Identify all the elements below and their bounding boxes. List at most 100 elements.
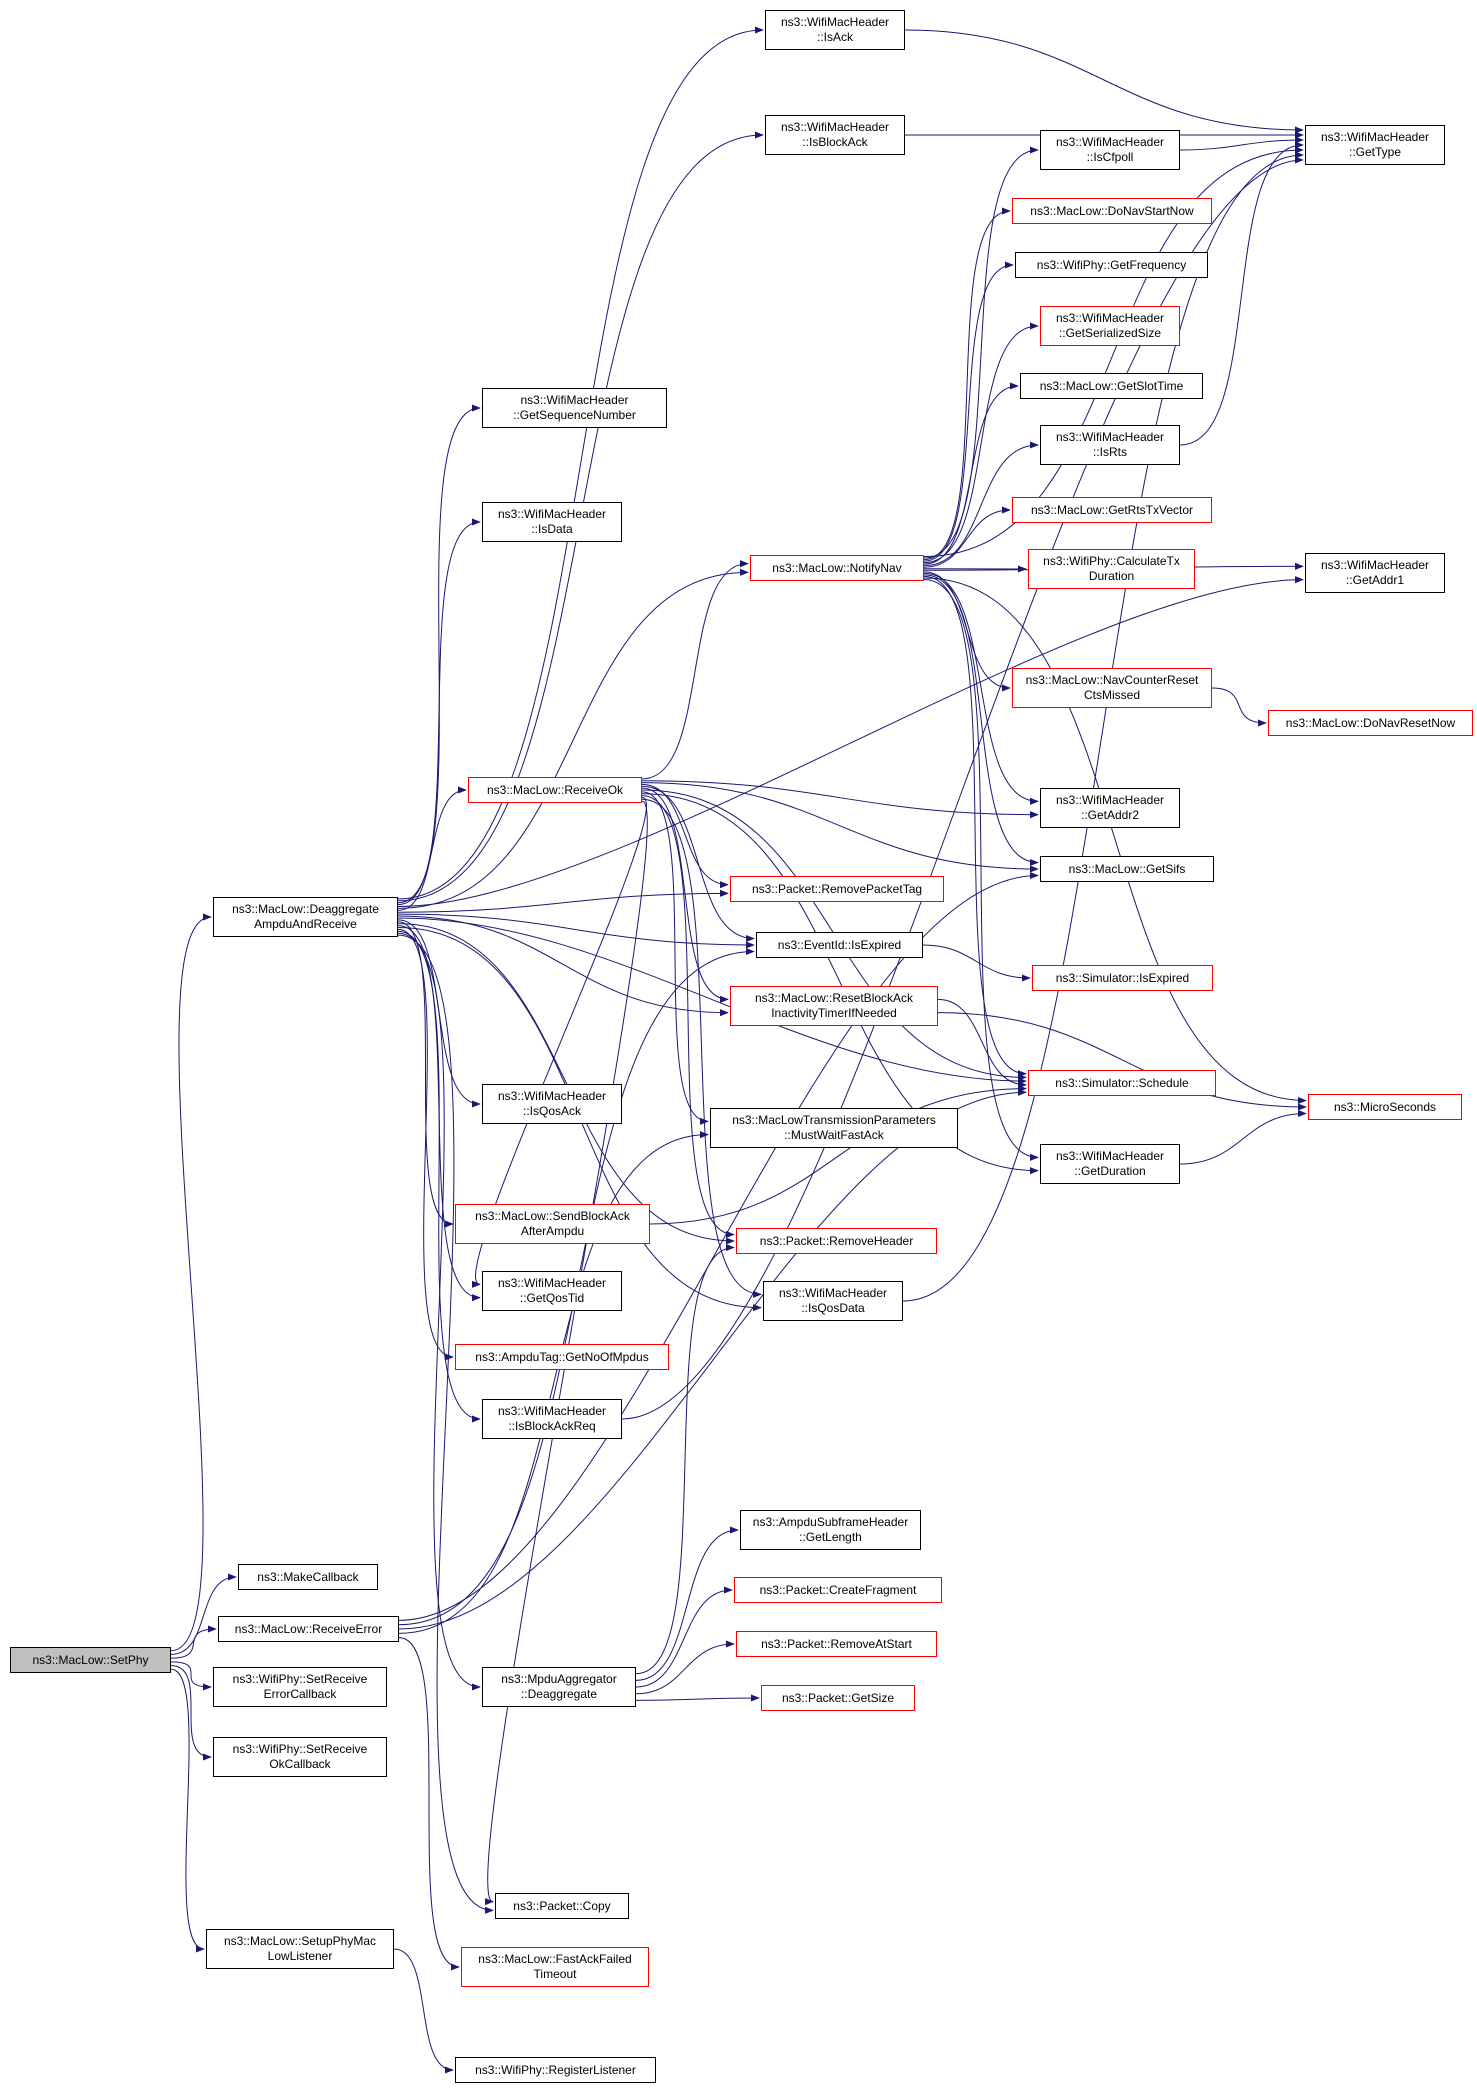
graph-node-label: ns3::Simulator::IsExpired: [1055, 970, 1190, 985]
graph-node-mpdu_deaggregate[interactable]: ns3::MpduAggregator::Deaggregate: [482, 1667, 636, 1707]
edge-is_ack-to-get_type: [904, 29, 1304, 134]
graph-node-do_nav_start_now[interactable]: ns3::MacLow::DoNavStartNow: [1012, 198, 1212, 224]
graph-node-label: ::IsAck: [816, 30, 853, 44]
graph-node-get_slot_time[interactable]: ns3::MacLow::GetSlotTime: [1020, 373, 1203, 399]
graph-node-get_sifs[interactable]: ns3::MacLow::GetSifs: [1040, 856, 1214, 882]
graph-node-label: AfterAmpdu: [520, 1224, 585, 1238]
graph-node-must_wait_fast_ack[interactable]: ns3::MacLowTransmissionParameters::MustW…: [710, 1108, 958, 1148]
edge-reset_block_ack-to-micro_seconds: [937, 1012, 1307, 1111]
graph-node-is_cfpoll[interactable]: ns3::WifiMacHeader::IsCfpoll: [1040, 130, 1180, 170]
graph-node-get_length[interactable]: ns3::AmpduSubframeHeader::GetLength: [740, 1510, 921, 1550]
edge-notify_nav-to-get_serialized_size: [923, 322, 1039, 564]
graph-node-register_listener[interactable]: ns3::WifiPhy::RegisterListener: [455, 2057, 656, 2083]
graph-node-is_qos_ack[interactable]: ns3::WifiMacHeader::IsQosAck: [482, 1084, 622, 1124]
edge-deaggregate_ampdu-to-send_block_ack: [397, 921, 454, 1228]
graph-node-packet_copy[interactable]: ns3::Packet::Copy: [495, 1893, 629, 1919]
graph-node-label: ns3::WifiPhy::SetReceive: [232, 1672, 368, 1686]
edge-deaggregate_ampdu-to-get_addr1: [397, 576, 1304, 908]
edge-notify_nav-to-do_nav_start_now: [923, 207, 1011, 561]
graph-node-set_phy[interactable]: ns3::MacLow::SetPhy: [10, 1647, 171, 1673]
graph-node-is_ack[interactable]: ns3::WifiMacHeader::IsAck: [765, 10, 905, 50]
graph-node-remove_packet_tag[interactable]: ns3::Packet::RemovePacketTag: [730, 876, 944, 902]
graph-node-schedule[interactable]: ns3::Simulator::Schedule: [1028, 1070, 1216, 1096]
graph-node-label: ns3::MacLow::SetupPhyMac: [223, 1934, 377, 1948]
edge-set_phy-to-set_receive_error_cb: [170, 1661, 212, 1691]
graph-node-label: InactivityTimerIfNeeded: [771, 1006, 897, 1020]
graph-node-label: ns3::MacLow::NavCounterReset: [1025, 673, 1199, 687]
graph-node-label: ns3::Packet::Copy: [513, 1898, 611, 1913]
graph-node-label: ::MustWaitFastAck: [784, 1128, 884, 1142]
graph-node-label: Duration: [1088, 569, 1135, 583]
edge-notify_nav-to-is_rts: [923, 441, 1039, 567]
graph-node-label: ::GetSerializedSize: [1058, 326, 1162, 340]
graph-node-label: ns3::WifiMacHeader: [1055, 430, 1165, 444]
graph-node-get_rts_tx_vector[interactable]: ns3::MacLow::GetRtsTxVector: [1012, 497, 1212, 523]
graph-node-micro_seconds[interactable]: ns3::MicroSeconds: [1308, 1094, 1462, 1120]
graph-node-label: Timeout: [533, 1967, 577, 1981]
graph-node-get_sequence_number[interactable]: ns3::WifiMacHeader::GetSequenceNumber: [482, 388, 667, 428]
graph-node-remove_at_start[interactable]: ns3::Packet::RemoveAtStart: [736, 1631, 937, 1657]
graph-node-get_serialized_size[interactable]: ns3::WifiMacHeader::GetSerializedSize: [1040, 306, 1180, 346]
graph-node-label: ::Deaggregate: [520, 1687, 598, 1701]
graph-node-get_qos_tid[interactable]: ns3::WifiMacHeader::GetQosTid: [482, 1271, 622, 1311]
graph-node-label: ns3::WifiMacHeader: [1055, 793, 1165, 807]
edge-deaggregate_ampdu-to-get_sequence_number: [397, 404, 481, 904]
graph-node-notify_nav[interactable]: ns3::MacLow::NotifyNav: [750, 555, 924, 581]
graph-node-receive_error[interactable]: ns3::MacLow::ReceiveError: [218, 1616, 399, 1642]
edge-mpdu_deaggregate-to-get_length: [635, 1526, 739, 1681]
graph-node-label: OkCallback: [269, 1757, 331, 1771]
graph-node-get_type[interactable]: ns3::WifiMacHeader::GetType: [1305, 125, 1445, 165]
edge-setup_phy_listener-to-register_listener: [393, 1948, 454, 2074]
graph-node-label: ns3::Packet::RemoveAtStart: [761, 1636, 912, 1651]
edge-deaggregate_ampdu-to-mpdu_deaggregate: [397, 932, 481, 1691]
graph-node-label: ns3::MacLow::GetSifs: [1068, 861, 1186, 876]
graph-node-label: ::IsBlockAckReq: [508, 1419, 596, 1433]
graph-node-is_qos_data[interactable]: ns3::WifiMacHeader::IsQosData: [763, 1281, 903, 1321]
graph-node-label: ns3::WifiMacHeader: [1320, 130, 1430, 144]
edge-set_phy-to-deaggregate_ampdu: [170, 913, 212, 1652]
edge-set_phy-to-receive_error: [170, 1625, 217, 1659]
graph-node-is_block_ack_req[interactable]: ns3::WifiMacHeader::IsBlockAckReq: [482, 1399, 622, 1439]
graph-node-label: ns3::AmpduTag::GetNoOfMpdus: [475, 1349, 649, 1364]
edge-notify_nav-to-get_duration: [923, 578, 1039, 1161]
edge-receive_error-to-fast_ack_failed: [398, 1637, 460, 1971]
graph-node-get_addr1[interactable]: ns3::WifiMacHeader::GetAddr1: [1305, 553, 1445, 593]
edge-mpdu_deaggregate-to-get_size: [635, 1694, 760, 1702]
graph-node-eventid_is_expired[interactable]: ns3::EventId::IsExpired: [756, 932, 923, 958]
edge-deaggregate_ampdu-to-notify_nav: [397, 568, 749, 909]
graph-node-get_size[interactable]: ns3::Packet::GetSize: [761, 1685, 915, 1711]
graph-node-do_nav_reset_now[interactable]: ns3::MacLow::DoNavResetNow: [1268, 710, 1473, 736]
graph-node-label: ::GetDuration: [1074, 1164, 1146, 1178]
graph-node-get_duration[interactable]: ns3::WifiMacHeader::GetDuration: [1040, 1144, 1180, 1184]
graph-node-get_no_of_mpdus[interactable]: ns3::AmpduTag::GetNoOfMpdus: [455, 1344, 669, 1370]
graph-node-simulator_is_expired[interactable]: ns3::Simulator::IsExpired: [1032, 965, 1213, 991]
graph-node-label: ns3::MacLow::ResetBlockAck: [754, 991, 914, 1005]
graph-node-create_fragment[interactable]: ns3::Packet::CreateFragment: [734, 1577, 942, 1603]
graph-node-get_frequency[interactable]: ns3::WifiPhy::GetFrequency: [1015, 252, 1208, 278]
graph-node-is_data[interactable]: ns3::WifiMacHeader::IsData: [482, 502, 622, 542]
edge-notify_nav-to-get_rts_tx_vector: [923, 506, 1011, 568]
graph-node-receive_ok[interactable]: ns3::MacLow::ReceiveOk: [468, 777, 642, 803]
graph-node-label: ::GetAddr1: [1345, 573, 1405, 587]
graph-node-is_rts[interactable]: ns3::WifiMacHeader::IsRts: [1040, 425, 1180, 465]
graph-node-get_addr2[interactable]: ns3::WifiMacHeader::GetAddr2: [1040, 788, 1180, 828]
graph-node-label: ns3::WifiMacHeader: [520, 393, 629, 407]
edge-deaggregate_ampdu-to-eventid_is_expired: [397, 913, 755, 949]
edge-receive_ok-to-must_wait_fast_ack: [641, 791, 709, 1125]
edge-notify_nav-to-get_type: [923, 146, 1304, 558]
edge-receive_error-to-must_wait_fast_ack: [398, 1131, 709, 1634]
graph-node-remove_header[interactable]: ns3::Packet::RemoveHeader: [736, 1228, 937, 1254]
graph-node-make_callback[interactable]: ns3::MakeCallback: [238, 1564, 378, 1590]
graph-node-label: ns3::Packet::RemovePacketTag: [751, 881, 923, 896]
graph-node-is_block_ack[interactable]: ns3::WifiMacHeader::IsBlockAck: [765, 115, 905, 155]
